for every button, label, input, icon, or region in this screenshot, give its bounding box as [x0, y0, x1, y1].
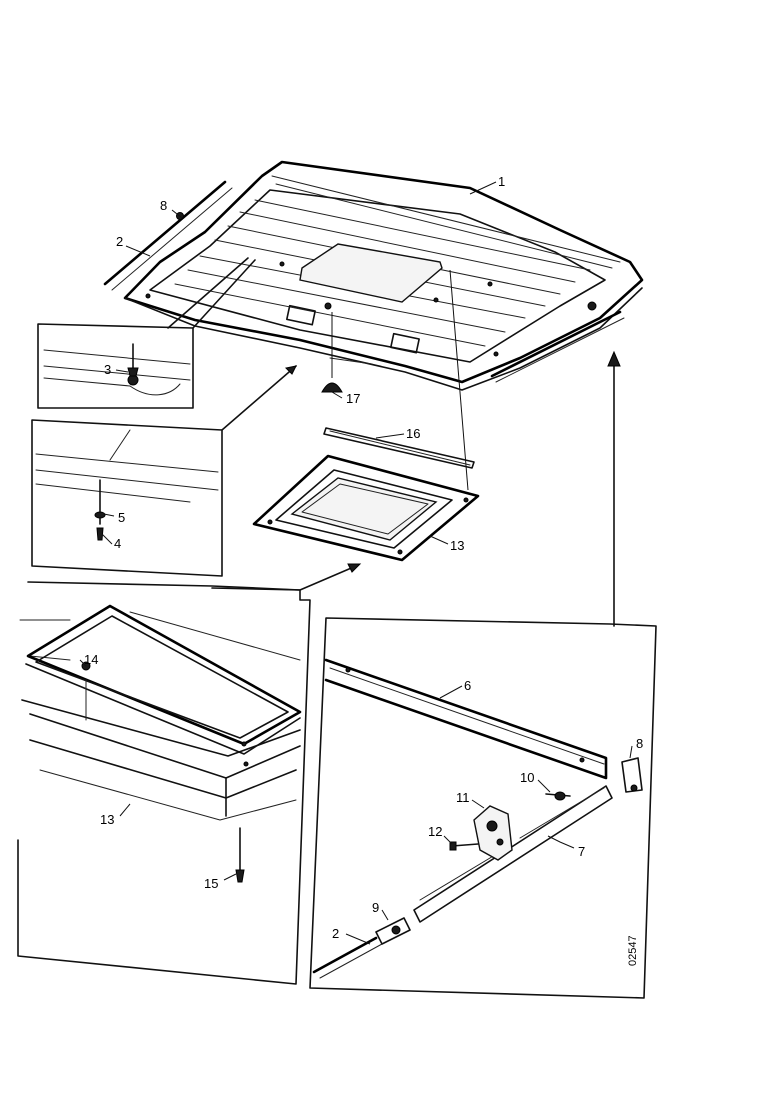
- inset-detail-glass: [17, 581, 311, 985]
- callout-15: 15: [204, 876, 218, 891]
- callout-8: 8: [160, 198, 167, 213]
- inset-detail-rail: [309, 350, 657, 999]
- callout-8-bracket: 8: [636, 736, 643, 751]
- callout-7: 7: [578, 844, 585, 859]
- callout-2: 2: [116, 234, 123, 249]
- callout-13-frame: 13: [450, 538, 464, 553]
- callout-1: 1: [498, 174, 505, 189]
- inset-detail-middle: [31, 365, 297, 577]
- callout-6: 6: [464, 678, 471, 693]
- callout-11: 11: [456, 790, 470, 805]
- callout-labels: 1 2 8 3 5 4 17 16 13 14 13 15 6 8 10 11 …: [84, 174, 643, 941]
- sunroof-frame: [252, 454, 480, 562]
- callout-14: 14: [84, 652, 98, 667]
- alignment-line: [449, 269, 469, 491]
- callout-10: 10: [520, 770, 534, 785]
- callout-4: 4: [114, 536, 121, 551]
- callout-9: 9: [372, 900, 379, 915]
- seal-strip: [323, 427, 475, 469]
- inset-detail-upper: [37, 257, 256, 409]
- callout-13-glass: 13: [100, 812, 114, 827]
- leader-lines: [79, 181, 633, 945]
- callout-2-rail: 2: [332, 926, 339, 941]
- drawing-number: 02547: [627, 935, 639, 966]
- cap-part: [321, 382, 343, 393]
- callout-17: 17: [346, 391, 360, 406]
- callout-12: 12: [428, 824, 442, 839]
- roof-panel: [103, 160, 644, 391]
- callout-16: 16: [406, 426, 420, 441]
- callout-5: 5: [118, 510, 125, 525]
- callout-3: 3: [104, 362, 111, 377]
